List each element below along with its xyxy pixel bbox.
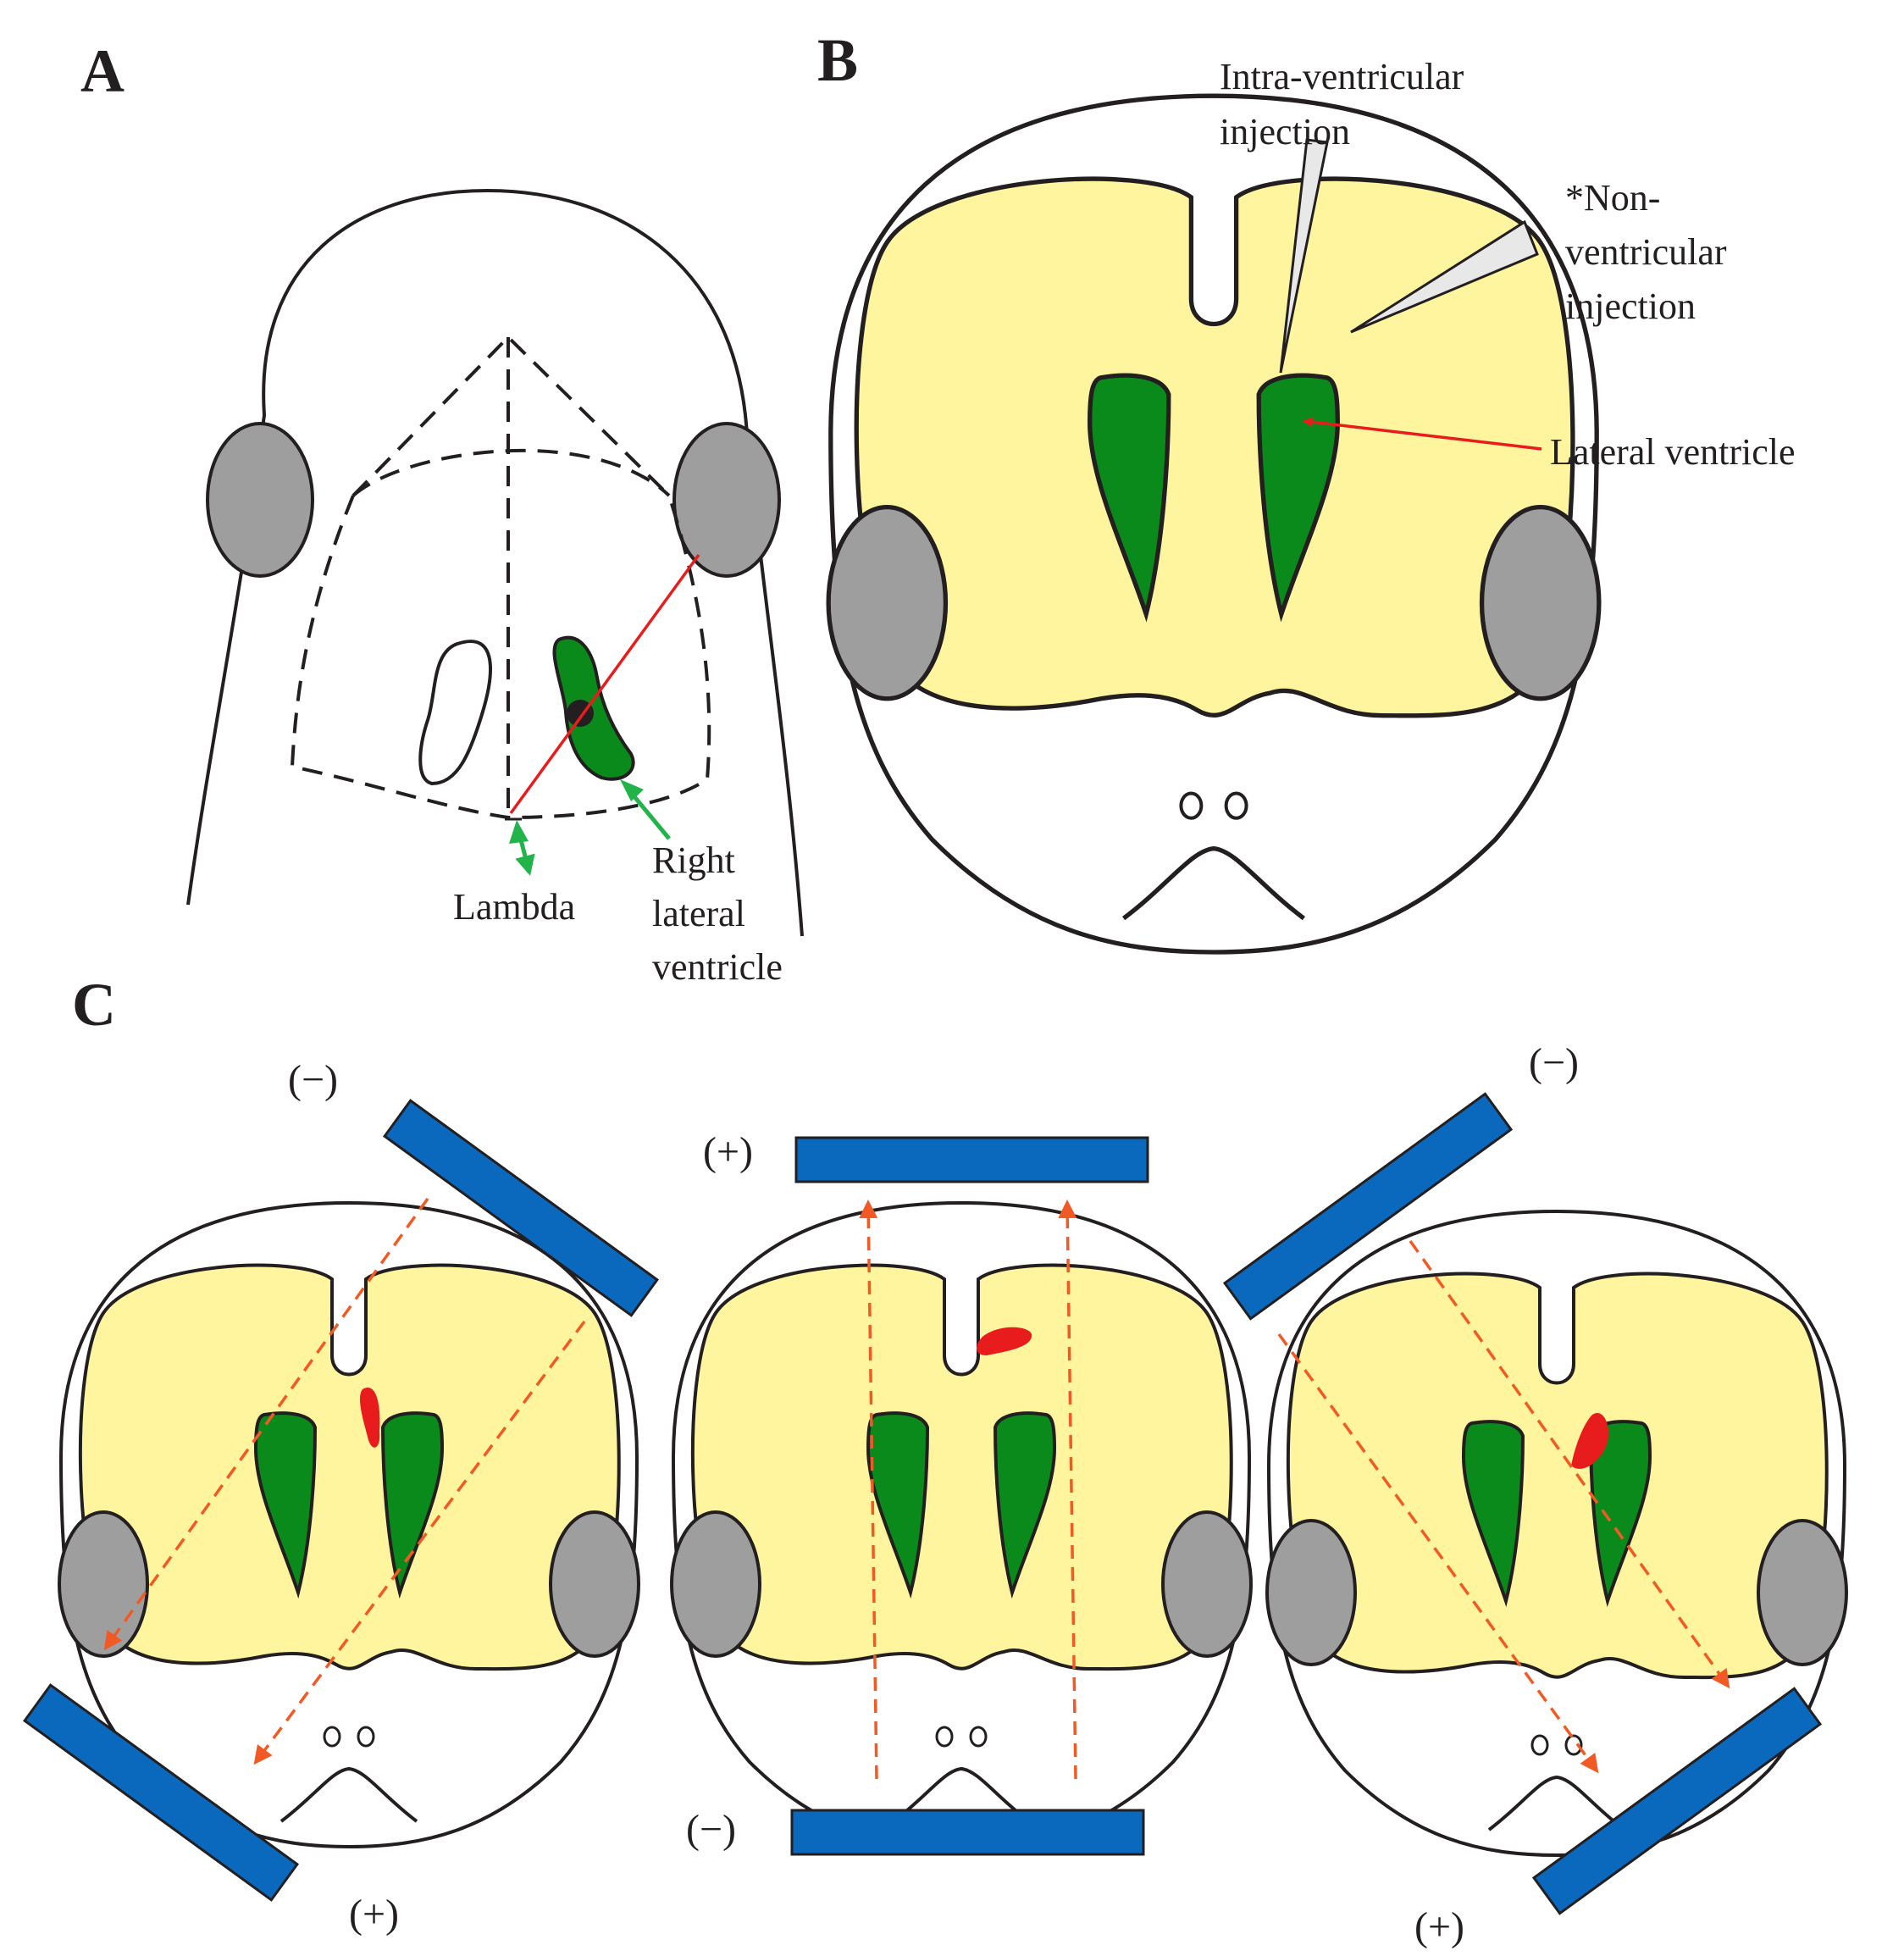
- configuration-middle: (+) (−): [670, 1129, 1253, 1856]
- panel-letter-a: A: [80, 37, 125, 105]
- polarity-left-bottom: (+): [349, 1892, 399, 1937]
- coronal-section-c-left: [58, 1201, 640, 1848]
- field-arrow-left-2: [253, 1320, 586, 1765]
- polarity-left-top: (−): [288, 1057, 338, 1102]
- field-arrow-left-1: [103, 1197, 429, 1651]
- panel-c: C (−) (+) (+) (−): [22, 971, 1848, 1949]
- label-non-ventricular-injection: *Non- ventricular injection: [1565, 177, 1736, 327]
- polarity-middle-top: (+): [703, 1129, 753, 1174]
- injection-site-middle: [977, 1327, 1032, 1355]
- electrode-left-bottom: [22, 1683, 300, 1902]
- electrode-middle-bottom: [790, 1809, 1145, 1856]
- left-lateral-ventricle-outline: [418, 640, 492, 786]
- polarity-right-bottom: (+): [1414, 1904, 1464, 1949]
- right-lateral-ventricle-arrow: [627, 788, 671, 840]
- electrode-right-top: [1222, 1092, 1514, 1321]
- panel-letter-c: C: [72, 971, 116, 1039]
- field-arrow-right-2: [1277, 1333, 1599, 1774]
- frontal-suture: [351, 335, 671, 497]
- head-outline: [186, 188, 804, 937]
- injection-site-left: [360, 1388, 380, 1448]
- right-lateral-ventricle-arrowhead: [620, 779, 644, 801]
- field-arrow-middle-2: [1058, 1200, 1077, 1780]
- label-intra-ventricular-injection: Intra-ventricular injection: [1220, 56, 1473, 152]
- skull-sutures-outline: [290, 495, 711, 820]
- label-non-ventricular-line-1: *Non-: [1565, 177, 1660, 219]
- polarity-right-top: (−): [1529, 1040, 1579, 1085]
- right-lateral-ventricle: [552, 635, 635, 781]
- label-non-ventricular-line-3: injection: [1565, 285, 1696, 327]
- coronal-suture: [351, 448, 671, 497]
- configuration-right: (−) (+): [1222, 1040, 1848, 1949]
- field-arrow-middle-1: [859, 1200, 878, 1780]
- electrode-right-bottom: [1531, 1687, 1823, 1915]
- injection-site-right: [1571, 1413, 1609, 1469]
- left-ear: [206, 422, 314, 578]
- coronal-section-b: [828, 96, 1599, 952]
- label-non-ventricular-line-2: ventricular: [1565, 231, 1727, 273]
- electrode-middle-top: [794, 1136, 1149, 1183]
- panel-letter-b: B: [817, 26, 858, 94]
- lateral-ventricle-arrow: [1303, 417, 1542, 451]
- configuration-left: (−) (+): [22, 1057, 660, 1937]
- label-right-lateral-ventricle-line-2: lateral: [652, 893, 745, 934]
- field-arrow-right-1: [1409, 1239, 1730, 1689]
- label-intra-ventricular-line-1: Intra-ventricular: [1220, 56, 1464, 97]
- non-ventricular-needle: [1350, 219, 1539, 334]
- label-lateral-ventricle: Lateral ventricle: [1550, 431, 1795, 473]
- panel-b: B Intra-ventricular injection *Non- vent…: [817, 26, 1795, 952]
- panel-a: A Lambda Right lateral ventricle: [80, 37, 804, 988]
- electrode-left-top: [382, 1099, 660, 1317]
- right-ear: [672, 422, 781, 578]
- polarity-middle-bottom: (−): [686, 1807, 736, 1852]
- label-right-lateral-ventricle: Right lateral ventricle: [652, 839, 783, 988]
- label-right-lateral-ventricle-line-3: ventricle: [652, 946, 783, 988]
- label-right-lateral-ventricle-line-1: Right: [652, 839, 735, 881]
- label-intra-ventricular-line-2: injection: [1220, 111, 1350, 152]
- lambda-to-ear-line: [509, 553, 700, 815]
- intra-ventricular-needle: [1279, 138, 1329, 374]
- lambda-arrowhead: [509, 820, 529, 844]
- coronal-section-c-middle: [670, 1201, 1253, 1848]
- label-lambda: Lambda: [453, 886, 575, 928]
